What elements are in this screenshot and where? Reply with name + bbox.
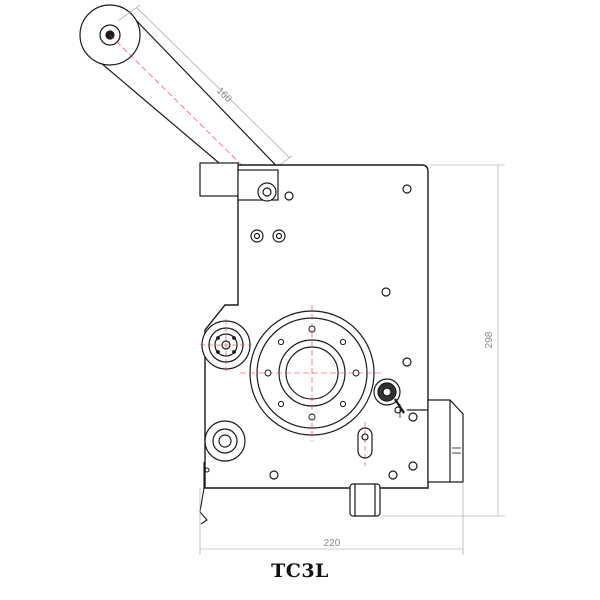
width-label: 220: [324, 538, 341, 549]
mount-hole-top-right: [402, 184, 412, 194]
arm-end-boss-inner: [99, 24, 121, 46]
side-bracket: [407, 399, 464, 483]
disc-bolts: [264, 325, 360, 421]
mount-holes-row: [250, 229, 286, 243]
arm-length-label: 160: [214, 85, 234, 105]
height-dimension: [382, 164, 505, 517]
mount-hole-disc-right: [402, 357, 412, 367]
pivot-bolt-inner: [262, 187, 272, 197]
wire-tail: [199, 462, 210, 525]
model-label: TC3L: [271, 560, 329, 582]
pivot-block: [199, 162, 294, 202]
adjust-knob: [349, 483, 381, 517]
arm-length-dimension: [117, 4, 293, 173]
wire-guide: [373, 378, 405, 418]
mount-hole-mid-right: [381, 287, 391, 297]
adjust-slot: [357, 422, 373, 466]
upper-pulley: [200, 319, 252, 371]
width-dimension: [199, 482, 464, 555]
lower-pulley: [204, 420, 246, 462]
bottom-holes: [269, 470, 398, 480]
height-label: 298: [484, 331, 495, 348]
tension-arm: [79, 4, 291, 191]
